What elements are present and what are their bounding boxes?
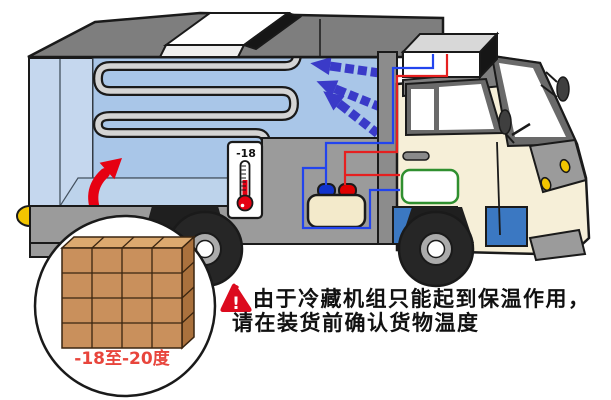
cargo-thermometer: -18 bbox=[226, 140, 264, 220]
cargo-boxes bbox=[60, 235, 196, 350]
side-mirror bbox=[556, 76, 570, 102]
roof-vent bbox=[158, 11, 303, 58]
side-window-front bbox=[439, 84, 494, 130]
front-bumper bbox=[528, 228, 587, 262]
warning-exclamation: ! bbox=[232, 294, 240, 314]
cooling-coil bbox=[92, 20, 302, 154]
door-handle bbox=[402, 151, 430, 161]
control-panel bbox=[400, 168, 460, 205]
warning-text-line2: 请在装货前确认货物温度 bbox=[232, 311, 480, 335]
coolant-wire-red bbox=[343, 54, 449, 185]
side-mirror bbox=[498, 109, 512, 135]
headlight bbox=[559, 158, 571, 174]
airflow-arrow-icon bbox=[310, 57, 380, 78]
headlight bbox=[540, 176, 552, 192]
coolant-wire-blue bbox=[324, 54, 435, 185]
airflow-arrows bbox=[310, 57, 383, 138]
windshield bbox=[499, 63, 566, 137]
wiper-icon bbox=[511, 122, 531, 137]
refrigeration-unit bbox=[400, 31, 500, 80]
warning-text-line1: 由于冷藏机组只能起到保温作用， bbox=[253, 287, 591, 311]
inset-temperature-label: -18至-20度 bbox=[74, 348, 170, 369]
door-seam bbox=[496, 141, 501, 236]
cab bbox=[392, 54, 591, 288]
wiring bbox=[301, 54, 449, 230]
warning-note: ! 由于冷藏机组只能起到保温作用， 请在装货前确认货物温度 bbox=[220, 283, 591, 335]
thermometer-reading: -18 bbox=[236, 147, 256, 160]
airflow-arrow-icon bbox=[316, 80, 383, 112]
airflow-arrow-icon bbox=[323, 91, 381, 138]
coolant-wire-blue-loop bbox=[301, 166, 400, 230]
side-window-rear bbox=[411, 89, 434, 130]
cargo-inset: -18至-20度 bbox=[33, 214, 217, 398]
front-wheel bbox=[397, 207, 475, 288]
